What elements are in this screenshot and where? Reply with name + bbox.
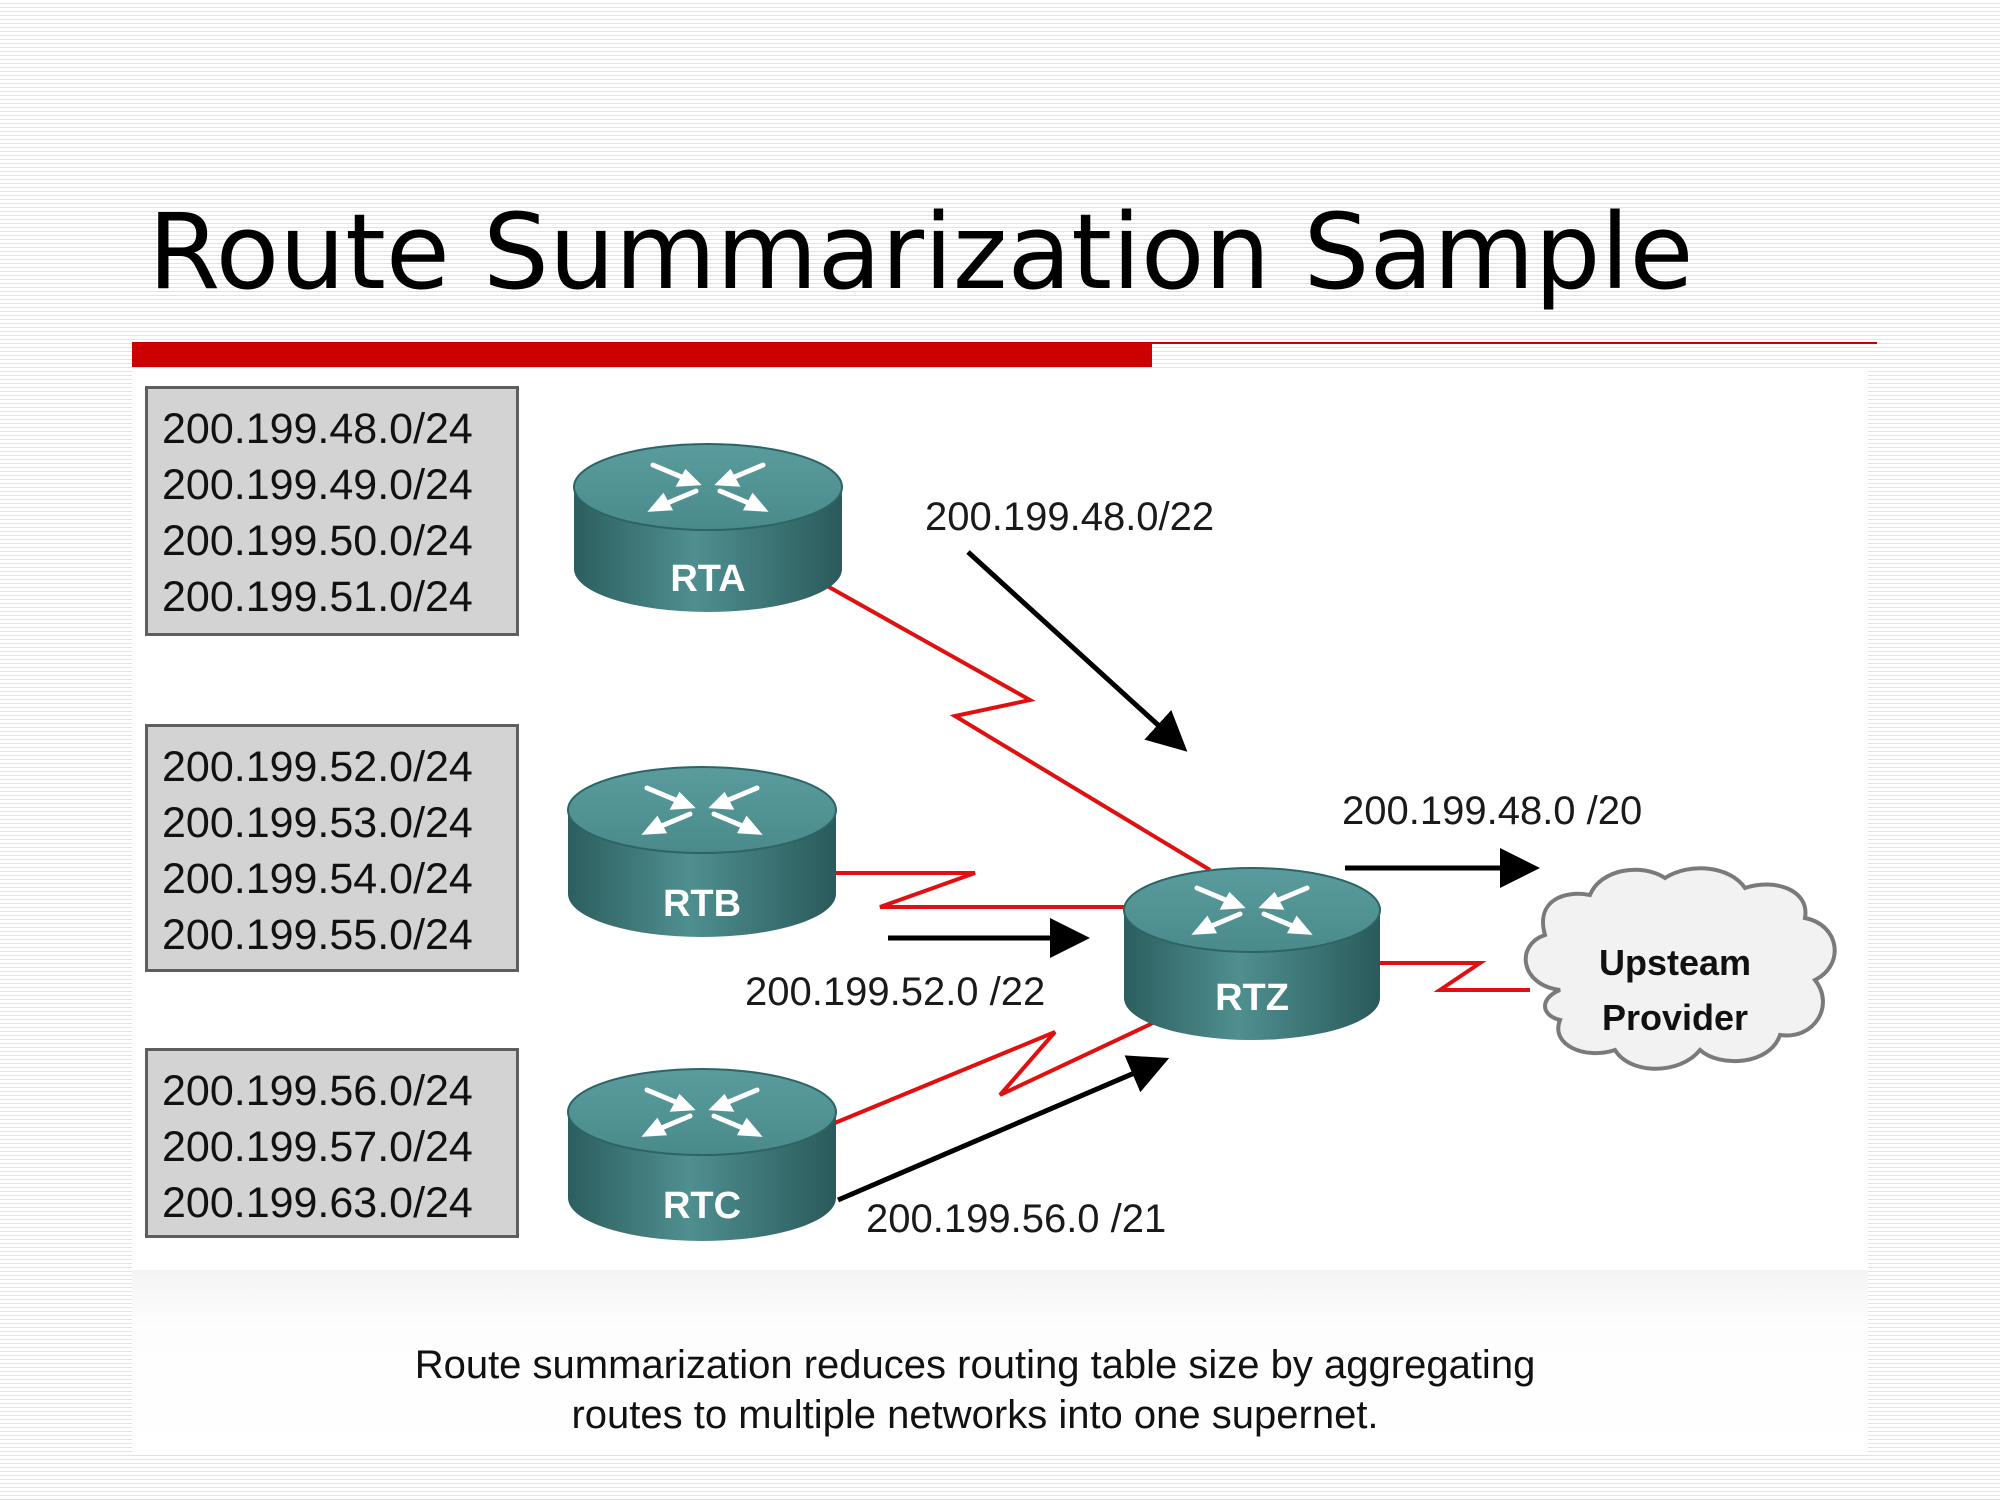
cloud-icon: Upsteam Provider: [1523, 866, 1837, 1071]
title-underline-thick: [132, 342, 1152, 367]
network-entry: 200.199.53.0/24: [162, 799, 473, 847]
network-entry: 200.199.52.0/24: [162, 743, 473, 791]
caption-line-2: routes to multiple networks into one sup…: [571, 1393, 1379, 1437]
caption-line-1: Route summarization reduces routing tabl…: [414, 1343, 1536, 1387]
network-entry: 200.199.56.0/24: [162, 1067, 473, 1115]
caption-area: [132, 1270, 1868, 1455]
router-label-rtb: RTB: [663, 883, 741, 925]
serial-link-rtb-rtz: [828, 871, 1130, 909]
serial-link-rtz-cloud: [1378, 961, 1530, 992]
slide-title: Route Summarization Sample: [148, 191, 1694, 313]
caption: Route summarization reduces routing tabl…: [0, 1340, 2000, 1440]
serial-link-rta-rtz: [819, 580, 1212, 872]
router-icon: RTC: [567, 1068, 837, 1241]
network-entry: 200.199.63.0/24: [162, 1179, 473, 1227]
router-icon: RTB: [567, 766, 837, 937]
router-icon: RTZ: [1123, 867, 1381, 1040]
router-icon: RTA: [573, 443, 843, 612]
network-entry: 200.199.51.0/24: [162, 573, 473, 621]
route-label-rta-summary: 200.199.48.0/22: [925, 495, 1214, 539]
cloud-label-line2: Provider: [1602, 997, 1748, 1038]
rtb-networks-box: 200.199.52.0/24 200.199.53.0/24 200.199.…: [145, 724, 519, 972]
route-label-rtz-summary: 200.199.48.0 /20: [1342, 789, 1642, 833]
network-entry: 200.199.50.0/24: [162, 517, 473, 565]
cloud-label-line1: Upsteam: [1599, 942, 1751, 983]
router-label-rtz: RTZ: [1215, 977, 1289, 1019]
route-arrow-rta: [966, 550, 1188, 752]
network-entry: 200.199.48.0/24: [162, 405, 473, 453]
router-label-rta: RTA: [670, 558, 745, 600]
route-label-rtb-summary: 200.199.52.0 /22: [745, 970, 1045, 1014]
serial-link-rtc-rtz: [824, 1013, 1171, 1129]
router-label-rtc: RTC: [663, 1185, 741, 1227]
route-arrow-rtc: [837, 1055, 1170, 1203]
network-entry: 200.199.54.0/24: [162, 855, 473, 903]
network-entry: 200.199.55.0/24: [162, 911, 473, 959]
network-entry: 200.199.57.0/24: [162, 1123, 473, 1171]
network-entry: 200.199.49.0/24: [162, 461, 473, 509]
rta-networks-box: 200.199.48.0/24 200.199.49.0/24 200.199.…: [145, 386, 519, 636]
route-label-rtc-summary: 200.199.56.0 /21: [866, 1197, 1166, 1241]
title-underline-thin: [1152, 342, 1877, 344]
rtc-networks-box: 200.199.56.0/24 200.199.57.0/24 200.199.…: [145, 1048, 519, 1238]
